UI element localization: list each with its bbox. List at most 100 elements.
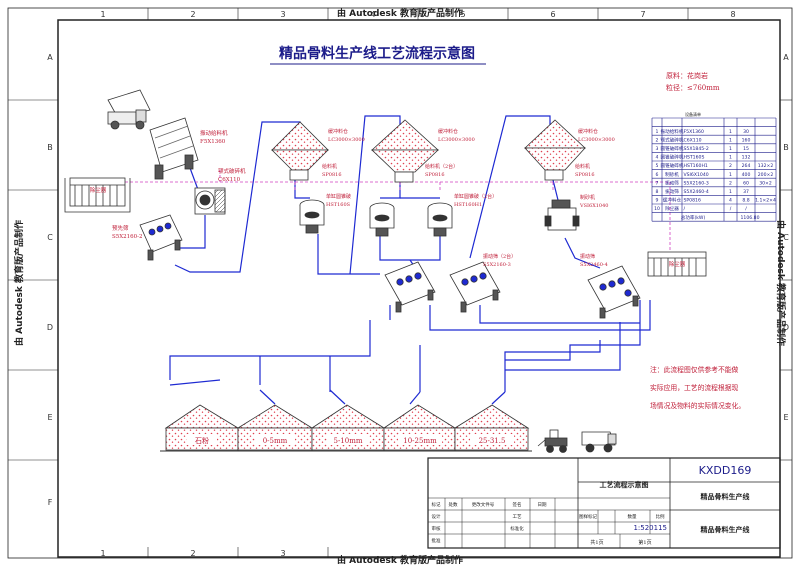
title-block-labels: 标记 处数 更改文件号 签名 日期 设计 工艺 标准化 审核 批准 图样标记 数… [432, 501, 665, 544]
silo3-model: LC3000×3000 [578, 137, 615, 143]
feeder3-label: 给料机 [575, 163, 590, 170]
svg-text:批准: 批准 [432, 537, 441, 544]
pile-2 [236, 404, 314, 429]
table-cell-qty: 4 [729, 198, 732, 204]
silo2-label: 缓冲料仓 [438, 128, 458, 135]
product-5: 25-31.5 [479, 437, 506, 445]
project-name-1: 精品骨料生产线 [701, 492, 750, 501]
project-name-2: 精品骨料生产线 [701, 525, 750, 534]
table-cell-name: 振动筛 [665, 188, 679, 195]
table-cell-model: S5X2460-4 [684, 189, 709, 195]
table-cell-no: 1 [656, 129, 659, 135]
cone-crusher-2b-icon [427, 202, 453, 237]
row-e: E [47, 413, 52, 422]
col-7: 7 [640, 10, 645, 19]
dust-collector-left-label: 除尘器 [90, 186, 107, 194]
table-cell-note: 132×2 [758, 163, 774, 169]
table-cell-no: 9 [656, 198, 659, 204]
table-cell-model: S5X2160-3 [684, 180, 709, 186]
table-cell-no: 5 [656, 163, 659, 169]
table-cell-model: VSI6X1040 [684, 172, 709, 178]
col-2-bottom: 2 [190, 549, 195, 558]
sheet-count: 共1页 [590, 539, 603, 546]
table-cell-note: 30×2 [759, 180, 772, 186]
svg-text:比例: 比例 [656, 513, 665, 520]
table-cell-note: 200×2 [758, 172, 774, 178]
table-cell-qty: 2 [729, 180, 732, 186]
row-c: C [47, 233, 53, 242]
table-cell-model: C6X110 [684, 137, 702, 143]
dust-collector-right-icon [647, 251, 707, 277]
product-3: 5-10mm [333, 437, 362, 445]
col-3-bottom: 3 [280, 549, 285, 558]
cone1-model: HST160S [326, 202, 351, 208]
table-cell-no: 4 [656, 155, 659, 161]
svg-text:标准化: 标准化 [510, 525, 524, 532]
grid-labels: 1 2 3 4 5 6 7 8 1 2 3 A B C D E F A B C … [47, 10, 789, 558]
cone2-model: HST160H1 [454, 202, 482, 208]
note-line-1: 注：此流程图仅供参考不能做 [650, 365, 739, 374]
cone-crusher-1-icon [299, 199, 325, 234]
drawing-title: 精品骨料生产线工艺流程示意图 [279, 45, 475, 62]
col-1: 1 [100, 10, 105, 19]
table-cell-power: 37 [743, 189, 749, 195]
haul-truck-icon [581, 431, 617, 453]
row-f: F [48, 498, 53, 507]
feeder1-model: SP0816 [322, 172, 342, 178]
pile-1 [164, 404, 240, 429]
border-ticks [8, 8, 792, 558]
buffer-silo-2-icon [370, 119, 440, 183]
table-cell-power: 160 [742, 137, 751, 143]
col-4: 4 [370, 10, 375, 19]
screen-mid-label: 振动筛（2台） [483, 253, 516, 260]
dust-collector-right-label: 除尘器 [669, 260, 686, 268]
row-d-right: D [783, 323, 789, 332]
table-cell-qty: 1 [729, 137, 732, 143]
vibrating-feeder-icon [149, 117, 199, 180]
table-cell-name: 圆锥破碎机 [661, 145, 684, 152]
silo3-label: 缓冲料仓 [578, 128, 598, 135]
pile-3 [310, 404, 386, 429]
silo1-label: 缓冲料仓 [328, 128, 348, 135]
screen-right-model: S5X2460-4 [580, 262, 608, 268]
feeder2-label: 给料机（2台） [425, 163, 458, 170]
table-cell-model: HST160H1 [684, 163, 708, 169]
col-2: 2 [190, 10, 195, 19]
product-4: 10-25mm [403, 437, 437, 445]
table-cell-power: 400 [742, 172, 751, 178]
col-8: 8 [730, 10, 735, 19]
raw-material-size: 粒径：≤760mm [666, 83, 720, 92]
table-cell-qty: 1 [729, 129, 732, 135]
svg-text:标记: 标记 [432, 501, 441, 508]
note-line-2: 实际应用，工艺的流程根据现 [650, 383, 739, 392]
drawing-name: 工艺流程示意图 [600, 480, 649, 489]
prescreen-label: 预先筛 [112, 224, 129, 232]
table-cell-qty: 1 [729, 189, 732, 195]
svg-text:签名: 签名 [513, 501, 522, 508]
table-cell-name: 制砂机 [665, 171, 679, 178]
svg-text:数量: 数量 [628, 513, 637, 520]
table-cell-model: SP0816 [684, 198, 701, 204]
svg-text:工艺: 工艺 [513, 514, 522, 520]
table-cell-name: 振动筛 [665, 179, 679, 186]
cone2-label: 单缸圆锥破（2台） [454, 193, 497, 200]
table-cell-name: 颚式破碎机 [661, 136, 684, 143]
table-cell-model: S5X1845-2 [684, 146, 709, 152]
product-2: 0-5mm [263, 437, 288, 445]
conveyor-lines [169, 115, 651, 405]
table-cell-no: 8 [656, 189, 659, 195]
table-cell-power: 60 [743, 180, 749, 186]
svg-text:图样标记: 图样标记 [579, 513, 597, 520]
sand-maker-label: 制砂机 [580, 194, 595, 201]
feeder1-label: 给料机 [322, 163, 337, 170]
svg-text:更改文件号: 更改文件号 [472, 501, 495, 508]
table-cell-name: 除尘器 [665, 205, 679, 212]
col-5: 5 [460, 10, 465, 19]
table-cell-model: HST160S [684, 155, 705, 161]
row-c-right: C [783, 233, 789, 242]
table-cell-model: / [684, 206, 686, 212]
cone-crusher-2a-icon [369, 202, 395, 237]
jaw-crusher-model: C6X110 [218, 177, 241, 183]
buffer-silo-1-icon [271, 121, 329, 181]
wheel-loader-icon [537, 429, 568, 453]
